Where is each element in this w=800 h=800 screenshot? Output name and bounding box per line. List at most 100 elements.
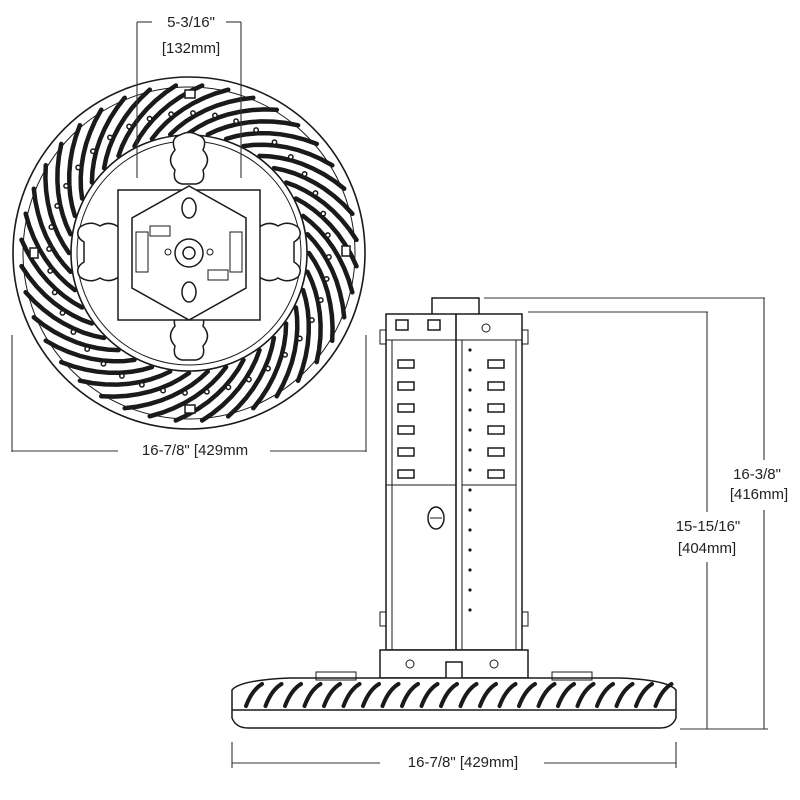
fin bbox=[283, 180, 359, 243]
heatsink-fins bbox=[19, 83, 359, 423]
fin-rivet bbox=[324, 232, 331, 239]
fin-rivet bbox=[126, 123, 133, 130]
fin-rivet bbox=[320, 210, 327, 217]
fin-rivet bbox=[271, 139, 278, 146]
fin bbox=[305, 231, 347, 320]
fin bbox=[58, 359, 155, 375]
overall-height-label-line2: [416mm] bbox=[719, 486, 799, 504]
rivet bbox=[468, 608, 472, 612]
hub-slot-top bbox=[181, 197, 197, 219]
fin bbox=[19, 263, 95, 326]
base-fins bbox=[244, 682, 674, 708]
housing-top-right bbox=[455, 313, 523, 341]
base-fin bbox=[244, 682, 264, 708]
lobe-left bbox=[77, 222, 125, 282]
fin bbox=[31, 186, 73, 275]
overall-height-label-line1: 16-3/8" bbox=[724, 466, 790, 484]
fin-rivet bbox=[265, 365, 271, 372]
rivet bbox=[468, 448, 472, 452]
fin bbox=[43, 162, 72, 256]
base-fin bbox=[458, 682, 479, 708]
rivet bbox=[468, 468, 472, 472]
fin-rivet bbox=[51, 289, 58, 296]
rivet bbox=[468, 348, 472, 352]
fin-rivet bbox=[59, 309, 66, 316]
fin-rivet bbox=[287, 153, 294, 160]
rim-tab-bottom bbox=[184, 404, 196, 414]
top-plug-2 bbox=[427, 319, 441, 331]
fin-rivet bbox=[138, 381, 145, 388]
fin-rivet bbox=[301, 171, 308, 177]
fin bbox=[271, 165, 355, 217]
rivet bbox=[468, 368, 472, 372]
fin-rivet bbox=[107, 134, 113, 141]
side-width-label: 16-7/8" [429mm] bbox=[382, 754, 544, 772]
base-fin bbox=[322, 682, 342, 708]
fin bbox=[31, 315, 121, 353]
fin bbox=[116, 83, 179, 159]
fin-rivet bbox=[70, 329, 77, 335]
rivet bbox=[468, 548, 472, 552]
fin-rivet bbox=[253, 127, 260, 134]
hub-screw-left bbox=[164, 248, 172, 256]
rivet bbox=[468, 428, 472, 432]
fin-rivet bbox=[160, 387, 167, 394]
fin-rivet bbox=[323, 275, 330, 282]
base-fin bbox=[283, 682, 303, 708]
top-view bbox=[11, 21, 367, 452]
vent-left bbox=[397, 425, 415, 435]
fin-rivet bbox=[63, 182, 70, 189]
base-fin bbox=[263, 682, 284, 708]
diameter-dimension bbox=[11, 335, 367, 452]
fin bbox=[101, 87, 153, 171]
fin-rivet bbox=[317, 297, 324, 304]
vent-right bbox=[487, 359, 505, 369]
fin-rivet bbox=[190, 110, 196, 117]
base-fin bbox=[478, 682, 498, 708]
vent-right bbox=[487, 425, 505, 435]
fin bbox=[257, 153, 347, 191]
fin-rivet bbox=[46, 246, 53, 252]
rim-tab-left bbox=[29, 247, 39, 259]
fin bbox=[98, 370, 192, 399]
base-fin bbox=[341, 682, 362, 708]
fin bbox=[305, 269, 323, 365]
hub-center-hole bbox=[182, 246, 196, 260]
rivet bbox=[468, 508, 472, 512]
fin-rivet bbox=[203, 388, 210, 395]
fin bbox=[241, 142, 335, 168]
hub-bracket-left bbox=[135, 231, 149, 273]
base-fin bbox=[419, 682, 440, 708]
fin bbox=[78, 107, 104, 201]
rivet bbox=[468, 588, 472, 592]
vent-right bbox=[487, 447, 505, 457]
hub-bracket-right bbox=[229, 231, 243, 273]
fin bbox=[205, 119, 301, 137]
base-fin bbox=[302, 682, 323, 708]
fin-rivet bbox=[312, 190, 319, 197]
fin bbox=[122, 369, 211, 411]
fin bbox=[251, 321, 289, 411]
fin-rivet bbox=[233, 118, 240, 125]
rivet bbox=[468, 528, 472, 532]
fin bbox=[67, 122, 83, 219]
fin-rivet bbox=[308, 317, 315, 324]
fin-rivet bbox=[211, 112, 218, 119]
base-fin bbox=[653, 682, 674, 708]
fin bbox=[167, 95, 256, 137]
lobe-bottom bbox=[169, 313, 209, 361]
base-fin bbox=[439, 682, 459, 708]
base-fin bbox=[380, 682, 401, 708]
top-plug-1 bbox=[395, 319, 409, 331]
fin bbox=[223, 131, 320, 147]
fin bbox=[186, 107, 280, 136]
fin-rivet bbox=[146, 115, 153, 122]
overall-height-dimension bbox=[484, 297, 765, 729]
fin-rivet bbox=[245, 376, 252, 383]
vent-right bbox=[487, 469, 505, 479]
fin-rivet bbox=[48, 224, 55, 231]
fin-rivet bbox=[225, 384, 232, 391]
fin-rivet bbox=[75, 164, 82, 171]
fin bbox=[225, 335, 277, 419]
mounting-lobes bbox=[77, 131, 301, 361]
